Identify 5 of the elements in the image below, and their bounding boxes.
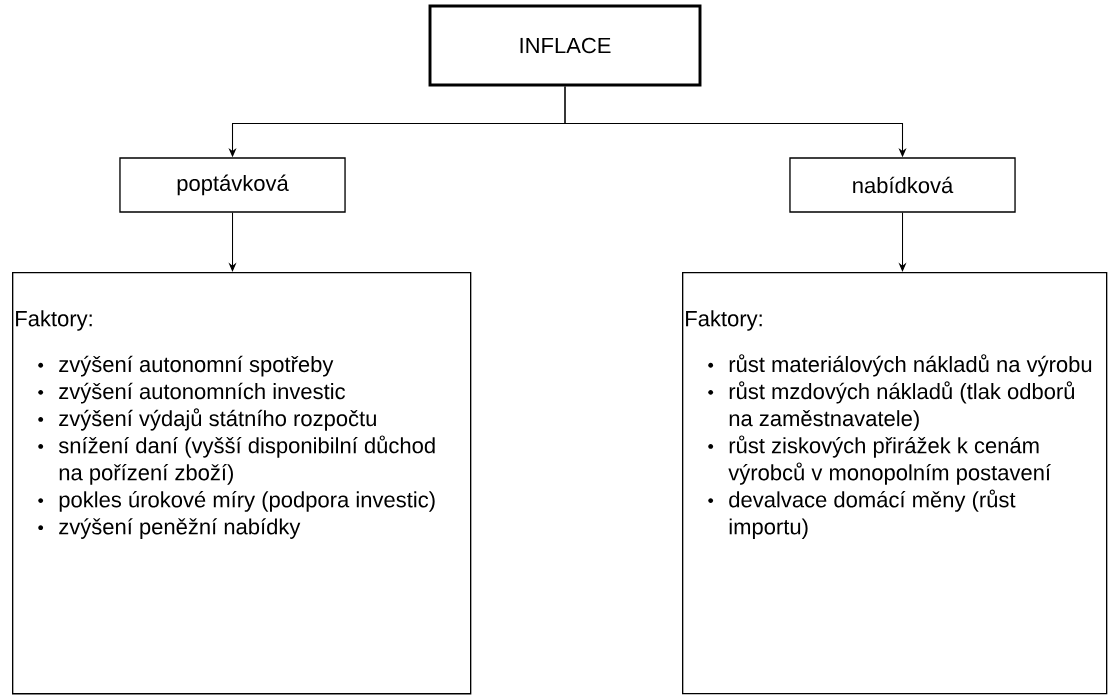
factor-list-box: Faktory: zvýšení autonomní spotřeby zvýšení autonomních investic zvýšení výdajů státního rozpočtu snížení daní (vyšší disponibilní důchod na pořízení zboží) pokles úrokové míry (podpora investic) zvýšení peněžní nabídky	[12, 272, 472, 695]
title-box: INFLACE	[428, 4, 702, 87]
factor-list-box: Faktory: růst materiálových nákladů na výrobu růst mzdových nákladů (tlak odborů na zaměstnavatele) růst ziskových přirážek k cenám výrobců v monopolním postavení devalvace domácí měny (růst importu)	[682, 272, 1108, 695]
category-box: poptávková	[119, 157, 346, 213]
category-box: nabídková	[789, 157, 1016, 213]
